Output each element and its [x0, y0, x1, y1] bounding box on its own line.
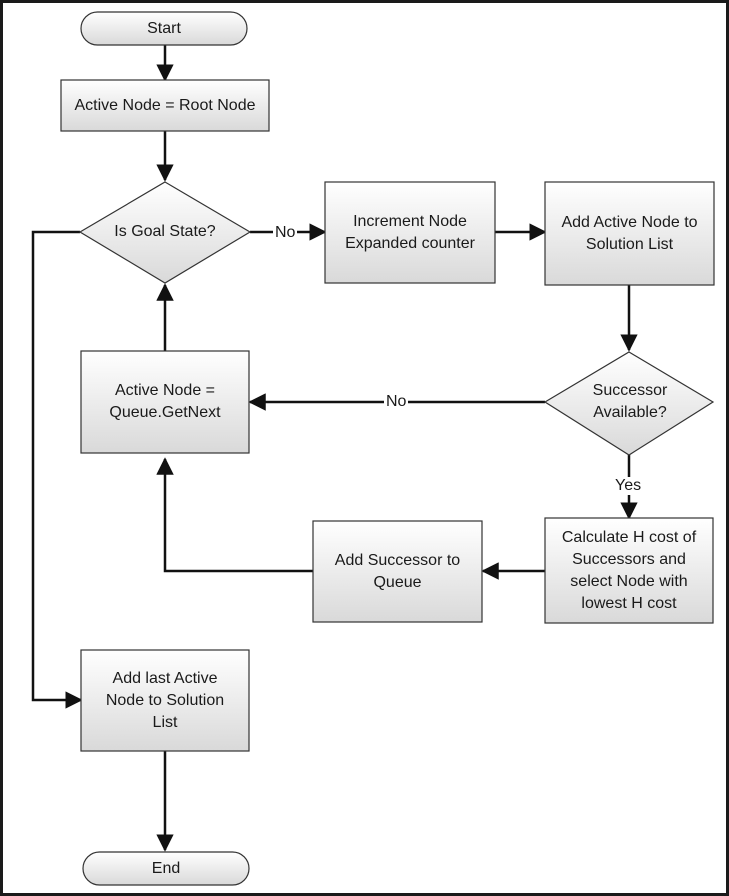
end-label: End [151, 859, 181, 877]
successor-decision [543, 351, 715, 456]
add-queue-label: Add Successor to Queue [334, 551, 461, 591]
successor-yes-label: Yes [613, 477, 644, 495]
goal-no-label: No [273, 224, 298, 242]
calc-h-label: Calculate H cost of Successors and selec… [561, 528, 697, 612]
add-queue-box [312, 520, 483, 623]
goal-state-decision [78, 181, 252, 284]
goal-state-label: Is Goal State? [114, 223, 216, 240]
active-root-label: Active Node = Root Node [74, 96, 256, 114]
end-terminator [82, 851, 250, 886]
successor-label: Successor Available? [592, 382, 668, 421]
add-last-label: Add last Active Node to Solution List [105, 669, 225, 731]
increment-label: Increment Node Expanded counter [345, 212, 475, 252]
edge-goal-to-addlast [31, 230, 83, 709]
get-next-box [80, 350, 250, 454]
edge-queue-to-getnext [156, 457, 313, 573]
start-label: Start [147, 19, 181, 37]
active-root-box [60, 79, 270, 132]
add-solution-box [544, 181, 715, 286]
increment-box [324, 181, 496, 284]
successor-no-label: No [384, 393, 409, 411]
add-solution-label: Add Active Node to Solution List [561, 213, 698, 253]
get-next-label: Active Node = Queue.GetNext [109, 382, 221, 421]
start-terminator [80, 11, 248, 46]
calc-h-box [544, 517, 714, 624]
add-last-box [80, 649, 250, 752]
